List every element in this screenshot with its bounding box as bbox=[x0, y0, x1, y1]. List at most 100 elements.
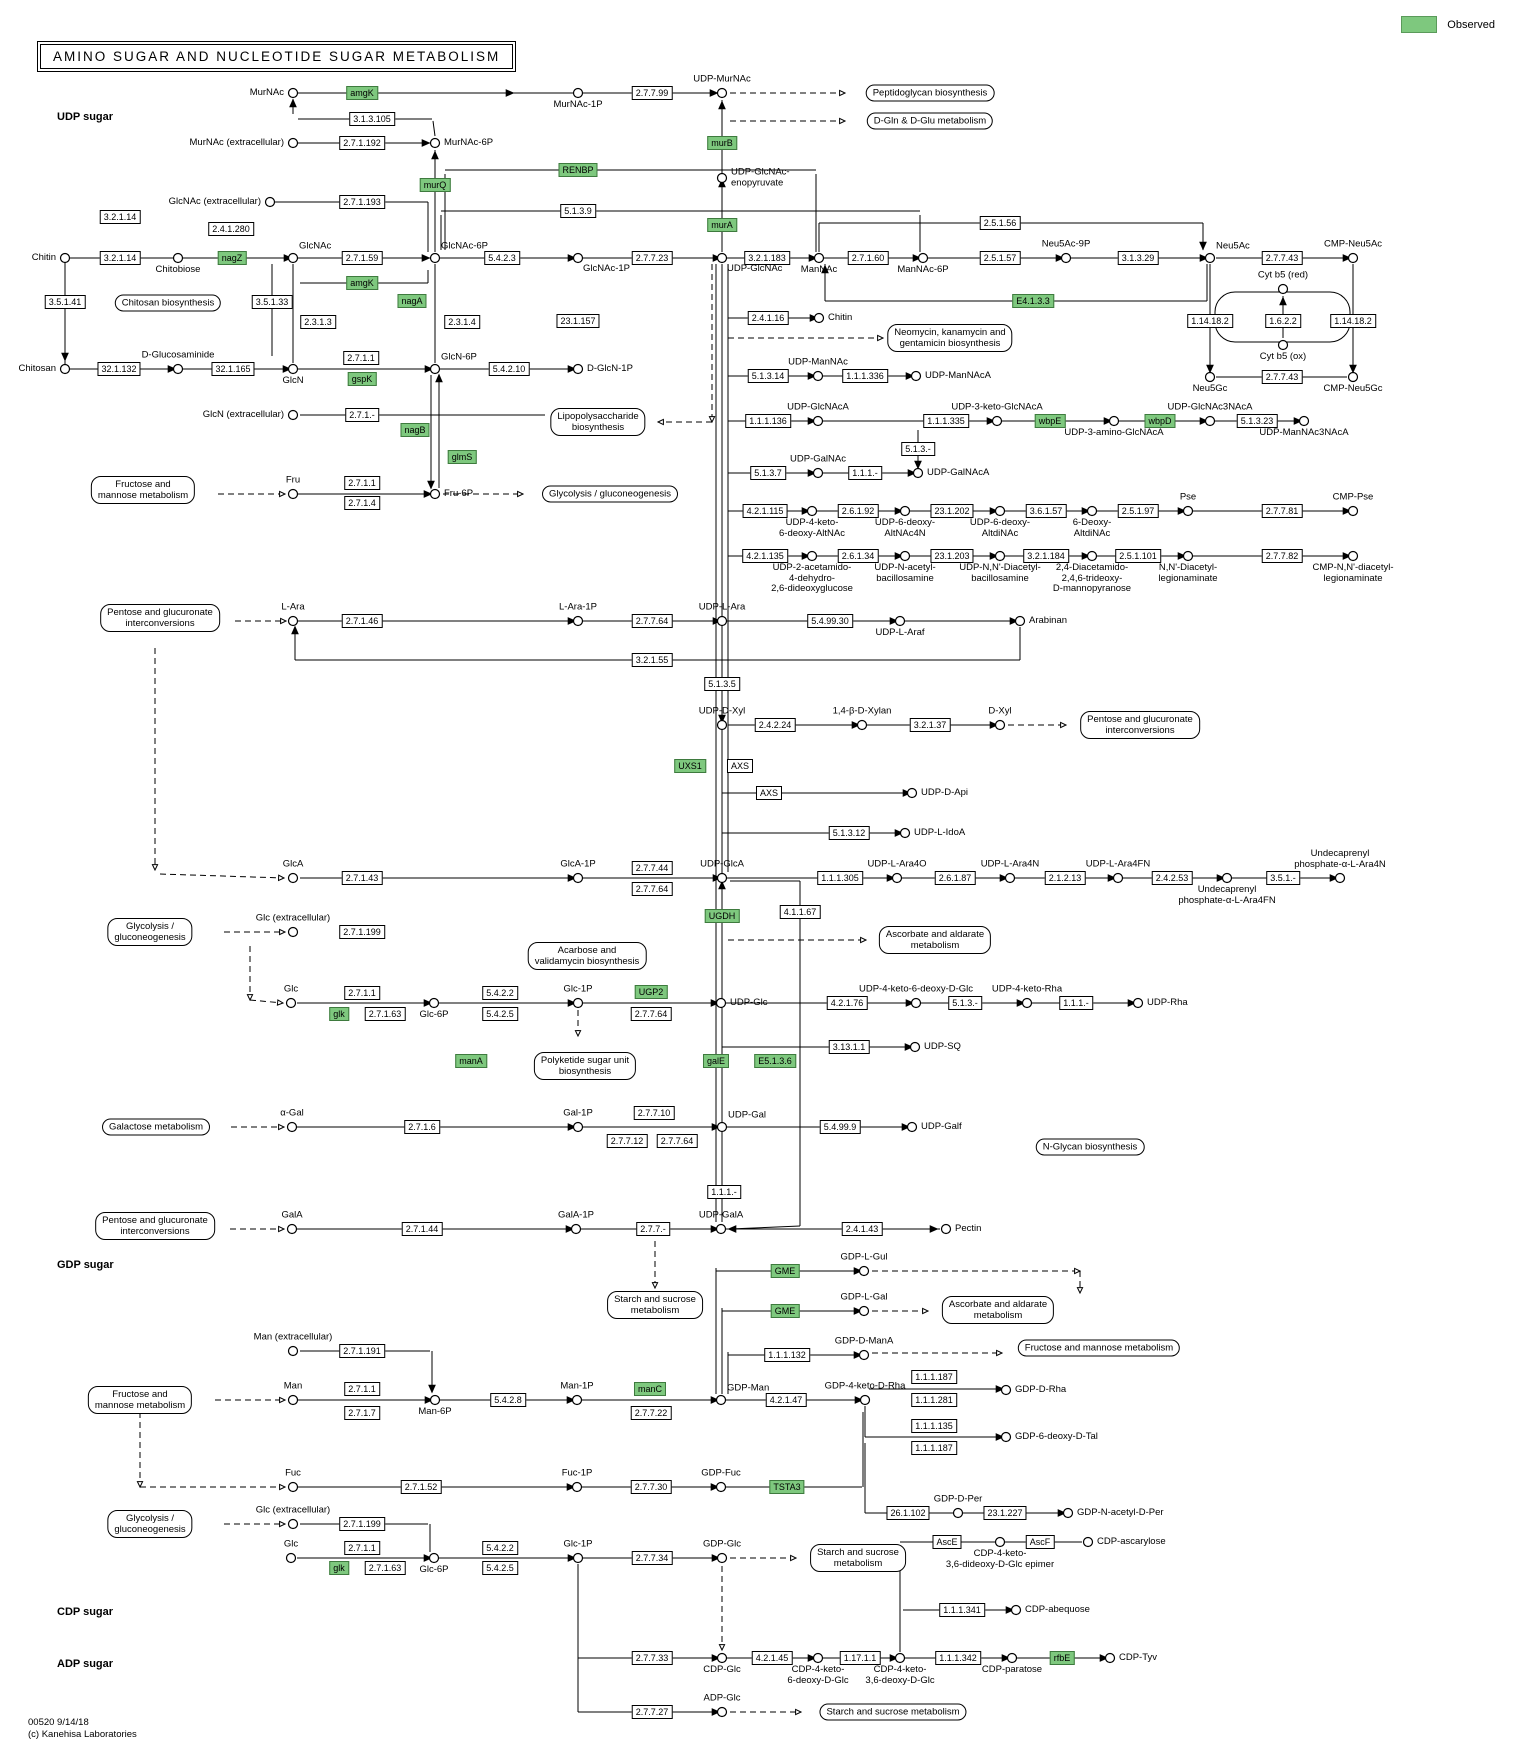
enzyme-box-2-7-1-1[interactable]: 2.7.1.1 bbox=[344, 1541, 380, 1555]
enzyme-box-1-6-2-2[interactable]: 1.6.2.2 bbox=[1265, 314, 1301, 328]
compound-node-glc[interactable] bbox=[285, 997, 297, 1009]
pathway-box-glycolysis-gluconeogenesis[interactable]: Glycolysis / gluconeogenesis bbox=[107, 1510, 193, 1538]
compound-node-arabinan[interactable] bbox=[1014, 615, 1026, 627]
gene-box-nagz[interactable]: nagZ bbox=[217, 251, 247, 265]
gene-box-mana[interactable]: manA bbox=[455, 1054, 487, 1068]
pathway-box-pentose-and-glucuronate-interconversions[interactable]: Pentose and glucuronate interconversions bbox=[100, 604, 220, 632]
compound-node-chitobiose[interactable] bbox=[172, 252, 184, 264]
enzyme-box-5-4-99-30[interactable]: 5.4.99.30 bbox=[807, 614, 853, 628]
compound-node-adp-glc[interactable] bbox=[716, 1706, 728, 1718]
enzyme-box-23-1-227[interactable]: 23.1.227 bbox=[983, 1506, 1027, 1520]
enzyme-box-5-4-2-3[interactable]: 5.4.2.3 bbox=[484, 251, 520, 265]
pathway-box-ascorbate-and-aldarate-metabolism[interactable]: Ascorbate and aldarate metabolism bbox=[941, 1296, 1055, 1324]
gene-box-glk[interactable]: glk bbox=[329, 1007, 349, 1021]
compound-node-6-deoxy-altdinac[interactable] bbox=[1086, 505, 1098, 517]
enzyme-box-2-7-7-23[interactable]: 2.7.7.23 bbox=[631, 251, 673, 265]
gene-box-gme[interactable]: GME bbox=[770, 1264, 800, 1278]
enzyme-box-2-7-1-43[interactable]: 2.7.1.43 bbox=[341, 871, 383, 885]
enzyme-box-axs[interactable]: AXS bbox=[726, 759, 754, 773]
gene-box-mura[interactable]: murA bbox=[707, 218, 737, 232]
gene-box-naga[interactable]: nagA bbox=[397, 294, 427, 308]
enzyme-box-2-7-7-81[interactable]: 2.7.7.81 bbox=[1261, 504, 1303, 518]
enzyme-box-1-1-1-281[interactable]: 1.1.1.281 bbox=[911, 1393, 957, 1407]
enzyme-box-2-7-1-199[interactable]: 2.7.1.199 bbox=[339, 925, 385, 939]
pathway-box-fructose-and-mannose-metabolism[interactable]: Fructose and mannose metabolism bbox=[87, 1386, 193, 1414]
enzyme-box-3-2-1-14[interactable]: 3.2.1.14 bbox=[99, 210, 141, 224]
compound-node-udp-gala[interactable] bbox=[715, 1223, 727, 1235]
compound-node-gala-1p[interactable] bbox=[570, 1223, 582, 1235]
enzyme-box-1-14-18-2[interactable]: 1.14.18.2 bbox=[1330, 314, 1376, 328]
gene-box-tsta3[interactable]: TSTA3 bbox=[769, 1480, 805, 1494]
gene-box-glms[interactable]: glmS bbox=[447, 450, 477, 464]
gene-box-manc[interactable]: manC bbox=[633, 1382, 667, 1396]
compound-node-chitosan[interactable] bbox=[59, 363, 71, 375]
enzyme-box-2-7-1-193[interactable]: 2.7.1.193 bbox=[339, 195, 385, 209]
gene-box-nagb[interactable]: nagB bbox=[400, 423, 430, 437]
enzyme-box-1-1-1-136[interactable]: 1.1.1.136 bbox=[745, 414, 791, 428]
enzyme-box-3-5-1-33[interactable]: 3.5.1.33 bbox=[251, 295, 293, 309]
enzyme-box-2-7-7-12[interactable]: 2.7.7.12 bbox=[606, 1134, 648, 1148]
compound-node-cdp-ascarylose[interactable] bbox=[1082, 1536, 1094, 1548]
compound-node-cdp-4-keto-6-deoxy-d-glc[interactable] bbox=[812, 1652, 824, 1664]
enzyme-box-3-1-3-29[interactable]: 3.1.3.29 bbox=[1117, 251, 1159, 265]
compound-node-glc-1p[interactable] bbox=[572, 997, 584, 1009]
enzyme-box-3-2-1-14[interactable]: 3.2.1.14 bbox=[99, 251, 141, 265]
compound-node-l-ara[interactable] bbox=[287, 615, 299, 627]
compound-node-mannac-6p[interactable] bbox=[917, 252, 929, 264]
enzyme-box-1-17-1-1[interactable]: 1.17.1.1 bbox=[839, 1651, 881, 1665]
pathway-box-glycolysis-gluconeogenesis[interactable]: Glycolysis / gluconeogenesis bbox=[542, 485, 678, 503]
gene-box-renbp[interactable]: RENBP bbox=[558, 163, 598, 177]
compound-node-neu5ac-9p[interactable] bbox=[1060, 252, 1072, 264]
enzyme-box-1-1-1-342[interactable]: 1.1.1.342 bbox=[935, 1651, 981, 1665]
gene-box-gale[interactable]: galE bbox=[702, 1054, 730, 1068]
enzyme-box-3-2-1-183[interactable]: 3.2.1.183 bbox=[744, 251, 790, 265]
enzyme-box-5-1-3-5[interactable]: 5.1.3.5 bbox=[704, 677, 740, 691]
compound-node-udp-glca[interactable] bbox=[716, 872, 728, 884]
compound-node-undecaprenyl-phosphate-l-ara4n[interactable] bbox=[1334, 872, 1346, 884]
compound-node-glc-1p[interactable] bbox=[572, 1552, 584, 1564]
enzyme-box-2-4-2-24[interactable]: 2.4.2.24 bbox=[754, 718, 796, 732]
compound-node-udp-glc[interactable] bbox=[715, 997, 727, 1009]
pathway-box-starch-and-sucrose-metabolism[interactable]: Starch and sucrose metabolism bbox=[810, 1544, 906, 1572]
pathway-box-pentose-and-glucuronate-interconversions[interactable]: Pentose and glucuronate interconversions bbox=[95, 1212, 215, 1240]
compound-node-murnac-extracellular[interactable] bbox=[287, 137, 299, 149]
enzyme-box-1-14-18-2[interactable]: 1.14.18.2 bbox=[1187, 314, 1233, 328]
enzyme-box-2-7-7-99[interactable]: 2.7.7.99 bbox=[631, 86, 673, 100]
compound-node-udp-l-araf[interactable] bbox=[894, 615, 906, 627]
enzyme-box-2-3-1-4[interactable]: 2.3.1.4 bbox=[444, 315, 480, 329]
compound-node-glc[interactable] bbox=[285, 1552, 297, 1564]
enzyme-box-2-7-1-1[interactable]: 2.7.1.1 bbox=[344, 476, 380, 490]
gene-box-gspk[interactable]: gspK bbox=[347, 372, 377, 386]
compound-node-glcn-extracellular[interactable] bbox=[287, 409, 299, 421]
enzyme-box-2-7-7-64[interactable]: 2.7.7.64 bbox=[656, 1134, 698, 1148]
compound-node-gal[interactable] bbox=[286, 1121, 298, 1133]
enzyme-box-2-5-1-97[interactable]: 2.5.1.97 bbox=[1117, 504, 1159, 518]
compound-node-fru-6p[interactable] bbox=[429, 488, 441, 500]
pathway-box-n-glycan-biosynthesis[interactable]: N-Glycan biosynthesis bbox=[1035, 1138, 1145, 1156]
compound-node-gdp-man[interactable] bbox=[715, 1394, 727, 1406]
compound-node-murnac-6p[interactable] bbox=[429, 137, 441, 149]
compound-node-gdp-glc[interactable] bbox=[716, 1552, 728, 1564]
compound-node-cdp-glc[interactable] bbox=[716, 1652, 728, 1664]
compound-node-fru[interactable] bbox=[287, 488, 299, 500]
compound-node-chitin[interactable] bbox=[813, 312, 825, 324]
compound-node-cmp-n-n-diacetyl-legionaminate[interactable] bbox=[1347, 550, 1359, 562]
compound-node-gdp-fuc[interactable] bbox=[715, 1481, 727, 1493]
enzyme-box-3-5-1-41[interactable]: 3.5.1.41 bbox=[44, 295, 86, 309]
enzyme-box-2-3-1-3[interactable]: 2.3.1.3 bbox=[300, 315, 336, 329]
pathway-box-galactose-metabolism[interactable]: Galactose metabolism bbox=[102, 1118, 210, 1136]
enzyme-box-2-7-1-63[interactable]: 2.7.1.63 bbox=[364, 1561, 406, 1575]
gene-box-e4-1-3-3[interactable]: E4.1.3.3 bbox=[1012, 294, 1054, 308]
enzyme-box-3-2-1-37[interactable]: 3.2.1.37 bbox=[909, 718, 951, 732]
enzyme-box-2-7-7-33[interactable]: 2.7.7.33 bbox=[631, 1651, 673, 1665]
compound-node-udp-galf[interactable] bbox=[906, 1121, 918, 1133]
pathway-box-glycolysis-gluconeogenesis[interactable]: Glycolysis / gluconeogenesis bbox=[107, 918, 193, 946]
enzyme-box-5-4-2-2[interactable]: 5.4.2.2 bbox=[482, 986, 518, 1000]
enzyme-box-4-1-1-67[interactable]: 4.1.1.67 bbox=[779, 905, 821, 919]
enzyme-box-2-7-1-6[interactable]: 2.7.1.6 bbox=[404, 1120, 440, 1134]
pathway-box-peptidoglycan-biosynthesis[interactable]: Peptidoglycan biosynthesis bbox=[865, 84, 995, 102]
compound-node-mannac[interactable] bbox=[813, 252, 825, 264]
enzyme-box-5-1-3-9[interactable]: 5.1.3.9 bbox=[560, 204, 596, 218]
compound-node-pse[interactable] bbox=[1182, 505, 1194, 517]
compound-node-l-ara-1p[interactable] bbox=[572, 615, 584, 627]
